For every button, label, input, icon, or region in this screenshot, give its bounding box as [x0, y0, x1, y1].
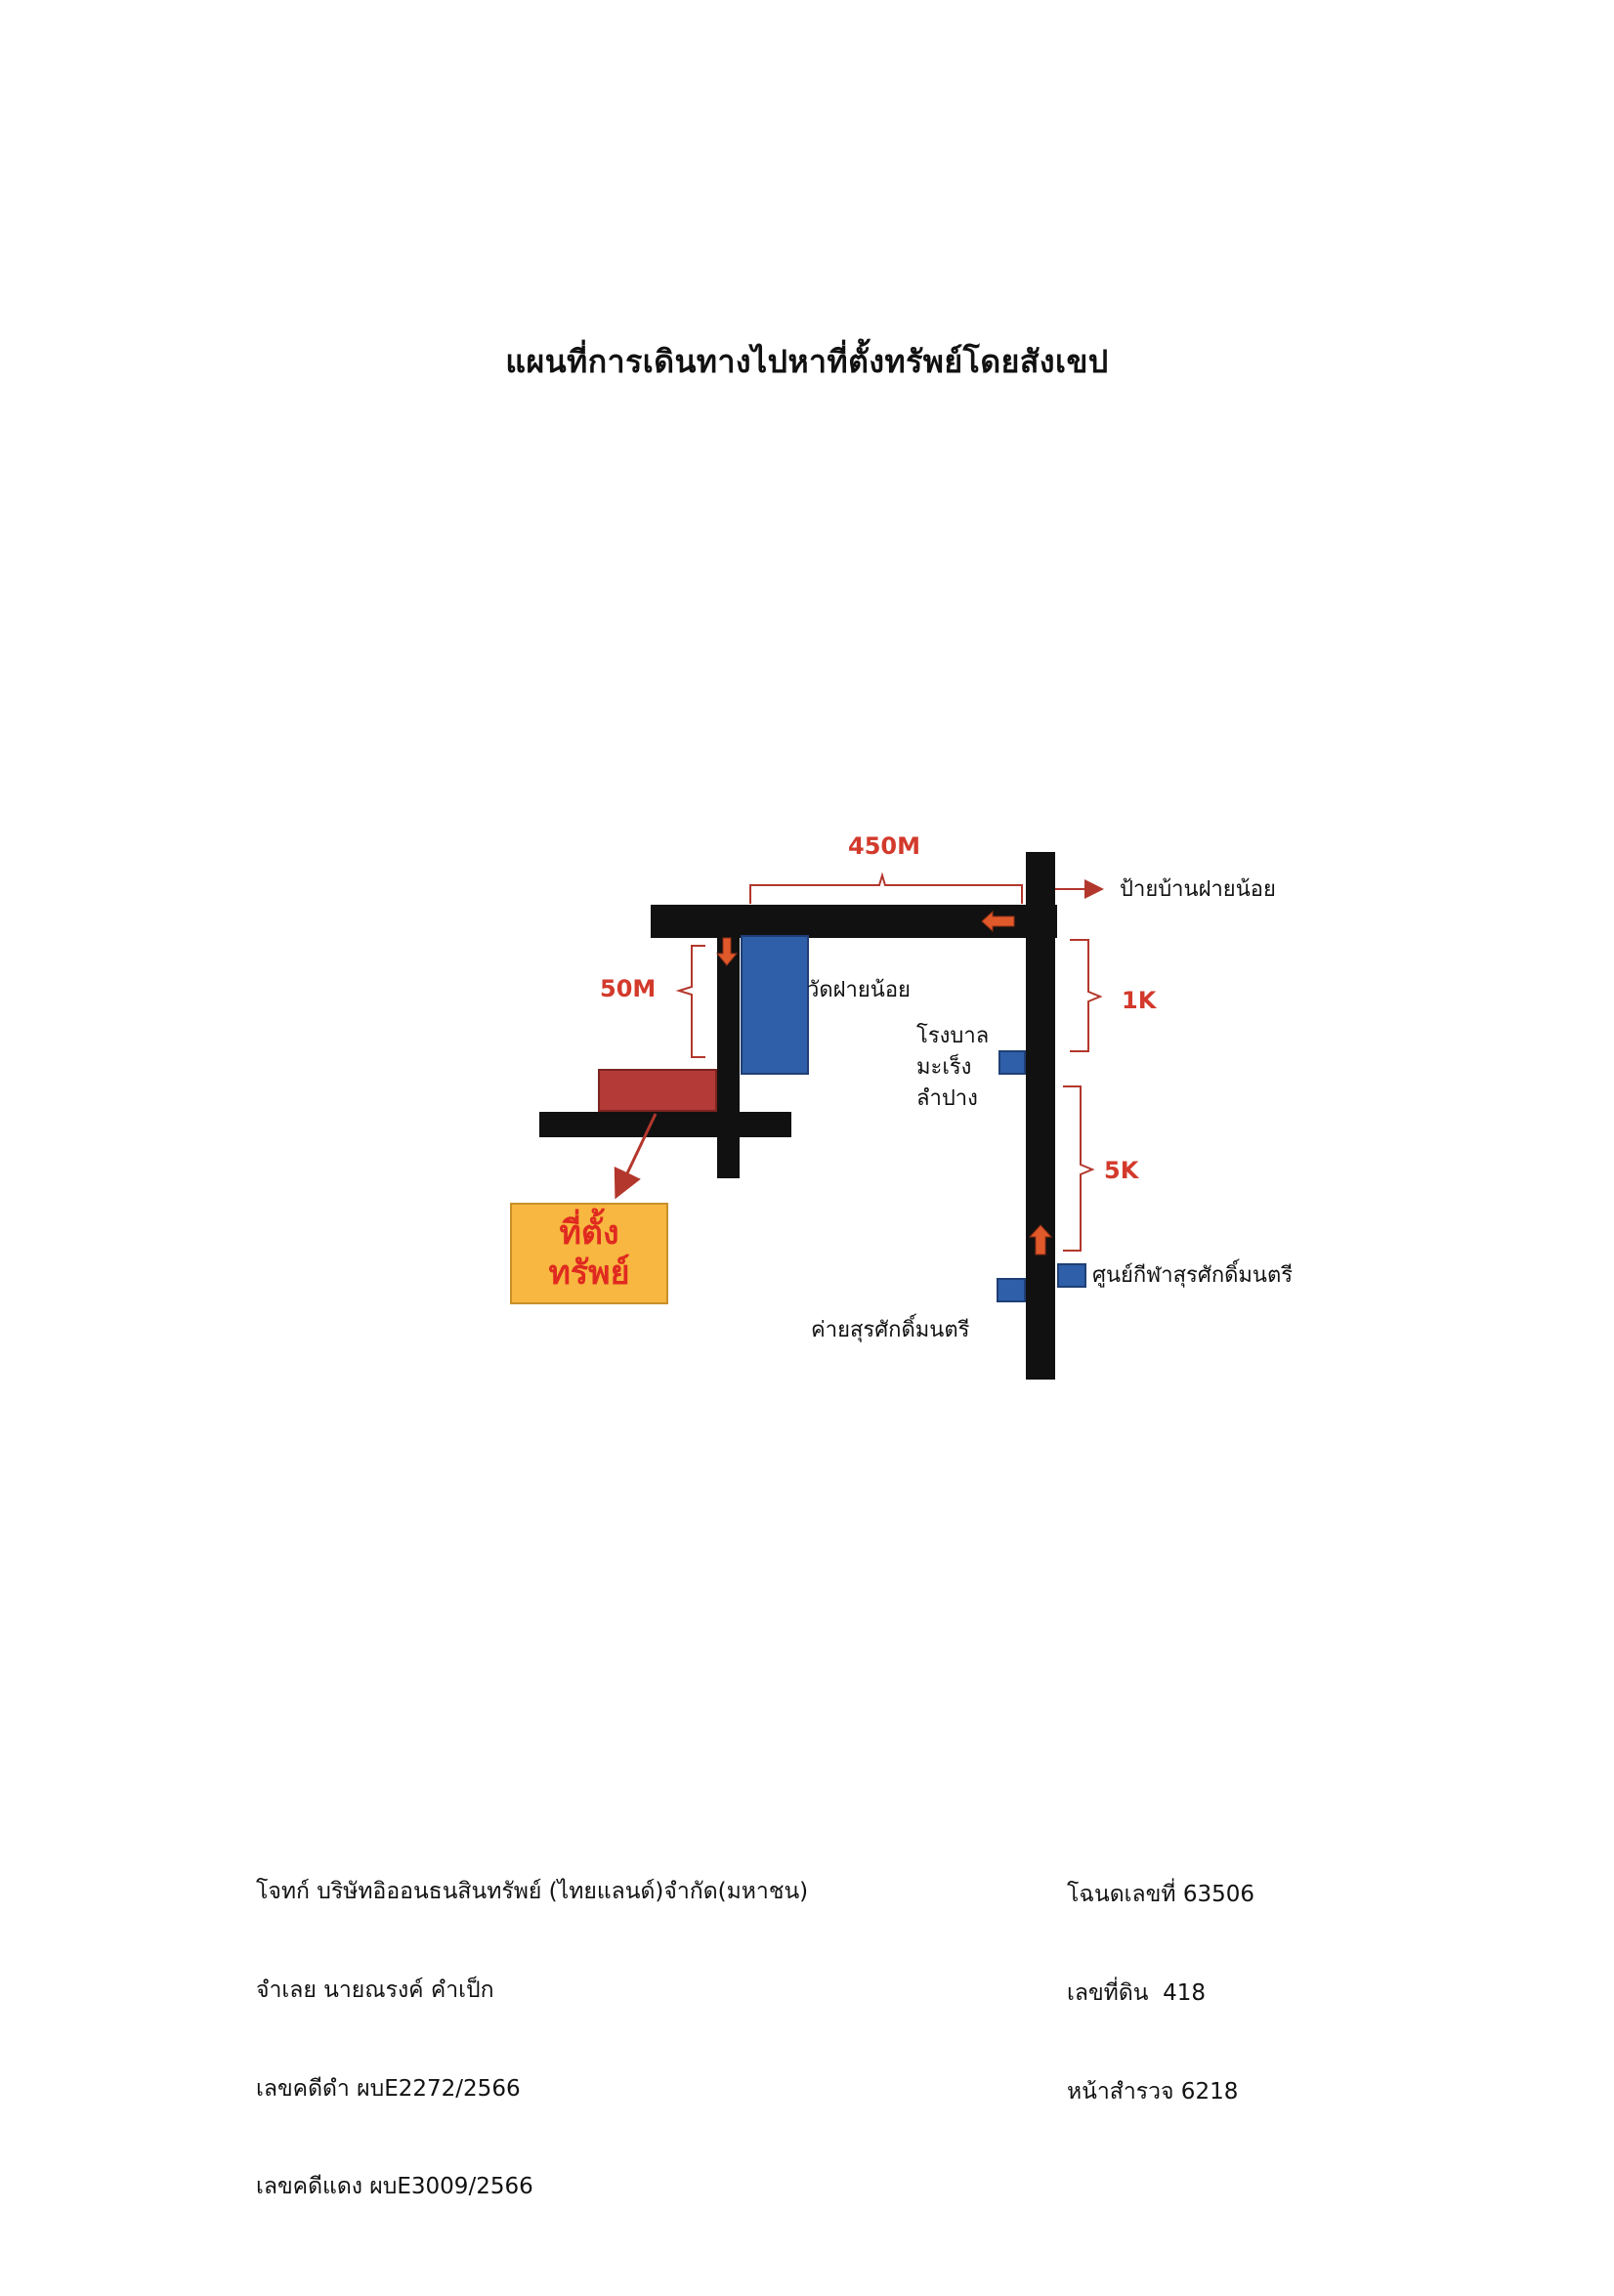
- arrow-left-icon: [981, 910, 1015, 933]
- red-case-number: เลขคดีแดง ผบE3009/2566: [256, 2174, 533, 2200]
- distance-label-450m: 450M: [848, 832, 920, 860]
- sports-center-label: ศูนย์กีฬาสุรศักดิ์มนตรี: [1092, 1263, 1294, 1288]
- arrow-to-target: [614, 1113, 658, 1200]
- defendant-text: จำเลย นายณรงค์ คำเป็ก: [256, 1977, 494, 2003]
- army-camp-label: ค่ายสุรศักดิ์มนตรี: [811, 1318, 970, 1342]
- hospital-label-line3: ลำปาง: [916, 1085, 978, 1111]
- survey-page-number: หน้าสำรวจ 6218: [1067, 2078, 1239, 2105]
- black-case-number: เลขคดีดำ ผบE2272/2566: [256, 2075, 521, 2102]
- hospital-marker: [998, 1050, 1026, 1075]
- sign-village-label: ป้ายบ้านฝายน้อย: [1120, 877, 1276, 902]
- distance-label-5k: 5K: [1104, 1157, 1139, 1184]
- target-label-line2: ทรัพย์: [548, 1254, 630, 1293]
- sports-center-marker: [1057, 1263, 1086, 1288]
- case-info-block: โจทก์ บริษัทอิออนธนสินทรัพย์ (ไทยแลนด์)จ…: [256, 1810, 808, 2237]
- arrow-up-icon: [1028, 1224, 1053, 1255]
- land-info-block: โฉนดเลขที่ 63506 เลขที่ดิน 418 หน้าสำรวจ…: [1067, 1813, 1254, 2142]
- road-main-vertical: [1026, 852, 1055, 1380]
- bracket-1k: [1070, 939, 1103, 1052]
- hospital-label-line1: โรงบาล: [916, 1024, 990, 1048]
- army-camp-marker: [997, 1278, 1026, 1302]
- hospital-label: โรงบาล มะเร็ง ลำปาง: [916, 1021, 989, 1115]
- title-deed-number: โฉนดเลขที่ 63506: [1067, 1882, 1254, 1908]
- distance-label-1k: 1K: [1122, 987, 1157, 1014]
- target-label-line1: ที่ตั้ง: [559, 1213, 619, 1254]
- bracket-50m: [675, 945, 705, 1058]
- temple-label: วัดฝายน้อย: [807, 978, 911, 1002]
- distance-label-50m: 50M: [600, 975, 657, 1002]
- property-building: [598, 1069, 717, 1112]
- temple-building: [741, 935, 809, 1075]
- plaintiff-text: โจทก์ บริษัทอิออนธนสินทรัพย์ (ไทยแลนด์)จ…: [256, 1879, 809, 1905]
- page-title: แผนที่การเดินทางไปหาที่ตั้งทรัพย์โดยสังเ…: [505, 343, 1109, 380]
- road-lower-horizontal: [539, 1112, 791, 1137]
- property-location-box: ที่ตั้ง ทรัพย์: [510, 1203, 668, 1304]
- land-number: เลขที่ดิน 418: [1067, 1979, 1207, 2006]
- hospital-label-line2: มะเร็ง: [916, 1054, 972, 1080]
- bracket-450m: [749, 872, 1023, 904]
- arrow-down-icon: [715, 937, 739, 966]
- bracket-5k: [1063, 1085, 1095, 1252]
